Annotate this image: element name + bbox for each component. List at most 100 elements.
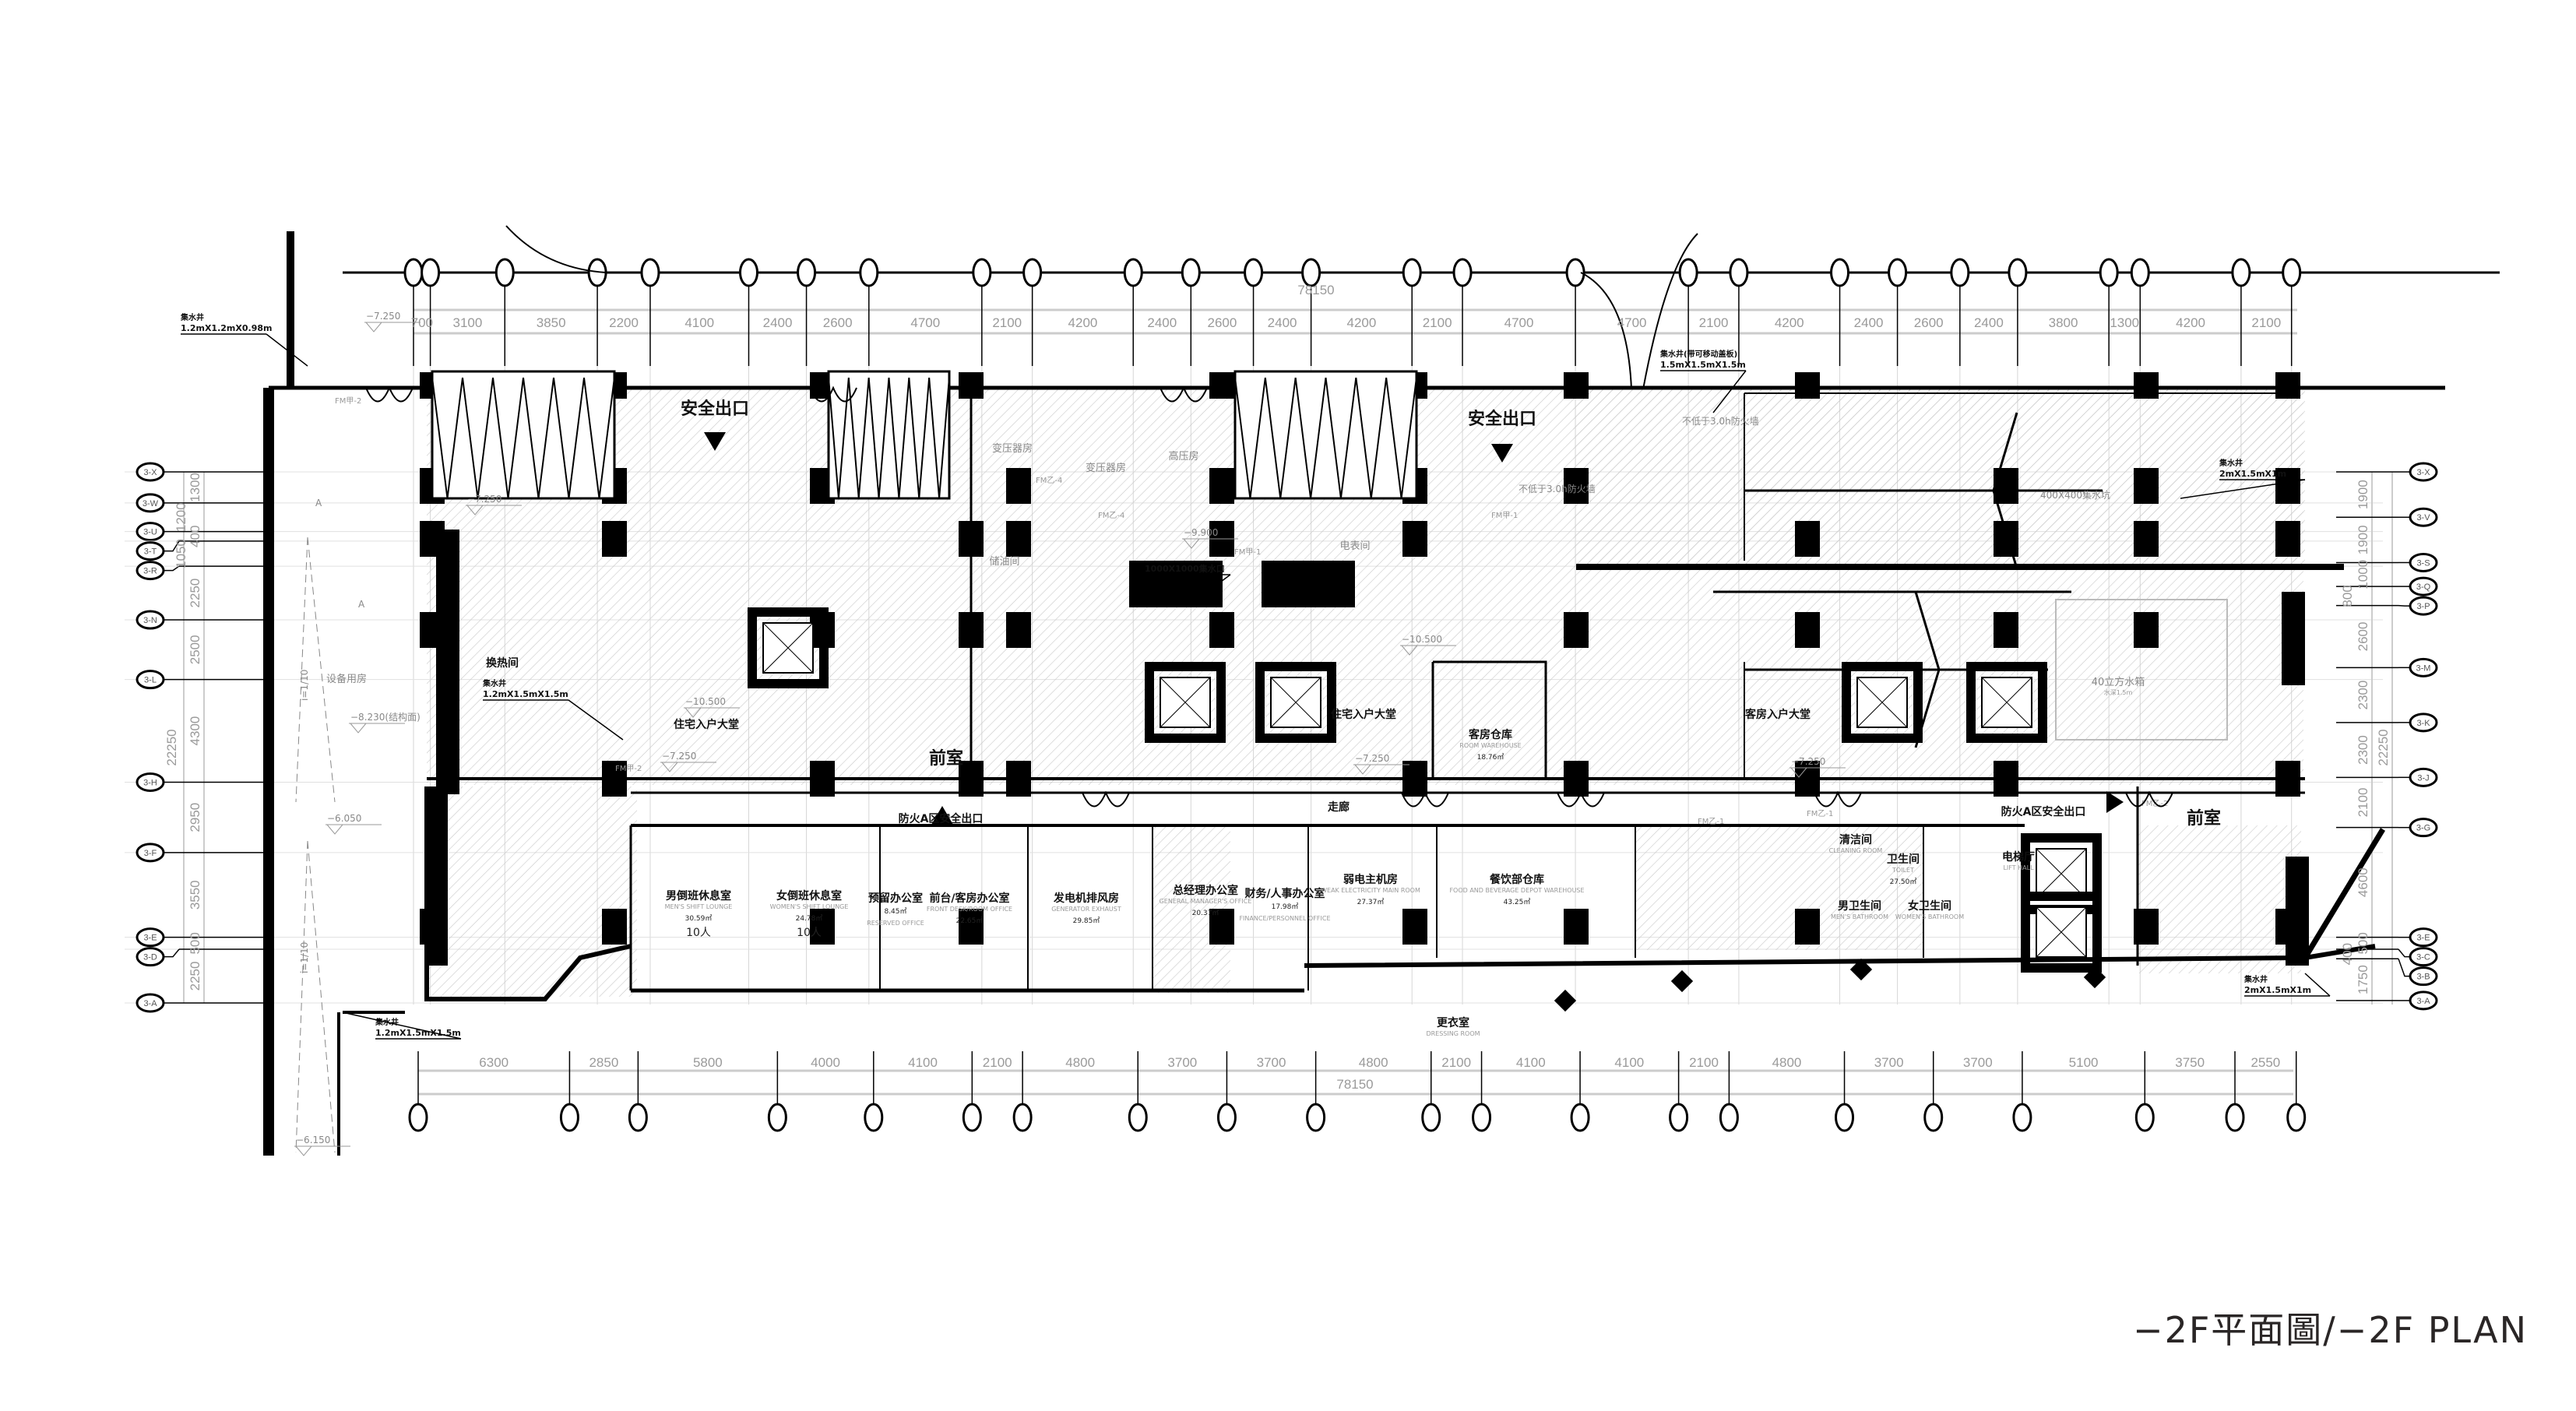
left-dimension: 2250 bbox=[188, 579, 202, 608]
axis-bubble bbox=[2409, 966, 2438, 987]
top-dimension: 2100 bbox=[2251, 315, 2281, 330]
column bbox=[1209, 468, 1234, 504]
axis-bubble bbox=[2134, 1103, 2155, 1132]
axis-bubble bbox=[1452, 258, 1473, 287]
axis-label: 3-C bbox=[2416, 953, 2430, 962]
axis-bubble bbox=[1719, 1103, 1739, 1132]
lift-core bbox=[1255, 662, 1336, 743]
room-name: 设备用房 bbox=[326, 673, 367, 685]
sump-title: 集水井 bbox=[180, 312, 204, 322]
lift-cross bbox=[1270, 677, 1321, 728]
room-name-en: GENERAL MANAGER'S OFFICE bbox=[1160, 898, 1252, 905]
right-total-dimension: 22250 bbox=[2376, 729, 2391, 765]
bottom-dimension: 2550 bbox=[2250, 1055, 2280, 1070]
left-dimension: 400 bbox=[188, 526, 202, 547]
top-dimension: 2400 bbox=[1268, 315, 1297, 330]
room-name: 预留办公室 bbox=[868, 892, 923, 905]
room-name-en: WOMEN'S BATHROOM bbox=[1895, 913, 1964, 920]
room-name: 换热间 bbox=[486, 656, 519, 670]
bottom-dimension: 4100 bbox=[908, 1055, 938, 1070]
hatch-fill bbox=[1573, 388, 2305, 567]
axis-leader bbox=[164, 948, 180, 958]
column bbox=[810, 761, 835, 797]
axis-bubble bbox=[1022, 258, 1043, 287]
column bbox=[1795, 761, 1820, 797]
door-tag: FM甲-2 bbox=[335, 397, 361, 406]
column bbox=[2134, 521, 2159, 557]
axis-bubble bbox=[2225, 1103, 2245, 1132]
door-swing-icon bbox=[1401, 790, 1449, 808]
sump-size: 1.5mX1.5mX1.5m bbox=[1660, 360, 1746, 370]
axis-bubble bbox=[1421, 1103, 1441, 1132]
room-area: 30.59㎡ bbox=[685, 914, 713, 923]
column bbox=[1564, 761, 1589, 797]
driveway-curve bbox=[505, 225, 607, 273]
bottom-dimension: 4800 bbox=[1359, 1055, 1388, 1070]
column bbox=[1564, 468, 1589, 504]
room-name: 走廊 bbox=[1328, 801, 1350, 814]
column bbox=[959, 612, 984, 648]
top-dimension: 2100 bbox=[992, 315, 1022, 330]
drawing-note: A bbox=[358, 599, 365, 610]
room-name: 女卫生间 bbox=[1908, 899, 1951, 913]
room-name: 高压房 bbox=[1168, 450, 1198, 463]
lift-cross bbox=[1160, 677, 1211, 728]
axis-bubble bbox=[135, 541, 165, 561]
elevation-mark: −10.500 bbox=[685, 696, 726, 707]
axis-bubble bbox=[1244, 258, 1264, 287]
left-dimension: 1300 bbox=[188, 473, 202, 502]
axis-bubble bbox=[1181, 258, 1201, 287]
bottom-dimension: 4100 bbox=[1516, 1055, 1546, 1070]
column bbox=[602, 761, 627, 797]
axis-bubble bbox=[559, 1103, 579, 1132]
axis-label: 3-B bbox=[2416, 973, 2430, 982]
axis-label: 3-A bbox=[143, 999, 157, 1008]
axis-label: 3-X bbox=[2416, 468, 2430, 477]
axis-bubble bbox=[135, 522, 165, 542]
door-swing-icon bbox=[2125, 790, 2173, 808]
room-name: 卫生间 bbox=[1887, 853, 1920, 866]
right-dimension: 1000 bbox=[2356, 560, 2370, 589]
right-dimension: 1750 bbox=[2356, 965, 2370, 994]
room-area: 43.25㎡ bbox=[1504, 898, 1531, 906]
axis-bubble bbox=[2286, 1103, 2307, 1132]
top-dimension: 3850 bbox=[537, 315, 566, 330]
axis-bubble bbox=[135, 561, 165, 581]
column bbox=[1209, 372, 1234, 399]
room-name: 住宅入户大堂 bbox=[674, 718, 739, 731]
column bbox=[2275, 761, 2300, 797]
door-tag: FM甲-1 bbox=[1234, 548, 1261, 557]
top-dimension: 2200 bbox=[609, 315, 639, 330]
bottom-dimension: 6300 bbox=[479, 1055, 509, 1070]
room-name-en: 水深1.5m bbox=[2104, 688, 2133, 696]
door-tag: FM乙-1 bbox=[1807, 809, 1833, 818]
axis-label: 3-Q bbox=[2416, 582, 2431, 592]
column bbox=[602, 909, 627, 945]
lift-cross bbox=[762, 622, 814, 674]
room-name: 安全出口 bbox=[1468, 409, 1536, 429]
column bbox=[1564, 612, 1589, 648]
top-dimension: 2600 bbox=[1208, 315, 1237, 330]
elevation-symbol bbox=[349, 723, 405, 734]
room-occupancy: 10人 bbox=[797, 927, 822, 939]
elevation-mark: −8.230(结构面) bbox=[350, 711, 421, 723]
top-dimension: 4700 bbox=[1617, 315, 1647, 330]
elevation-symbol bbox=[326, 824, 382, 835]
bottom-dimension: 3700 bbox=[1874, 1055, 1904, 1070]
column bbox=[1795, 612, 1820, 648]
room-name-en: GENERATOR EXHAUST bbox=[1051, 906, 1121, 913]
axis-bubble bbox=[1472, 1103, 1492, 1132]
left-total-dimension: 22250 bbox=[164, 729, 179, 765]
ramp-chevron bbox=[1914, 591, 1941, 748]
room-area: 20.37㎡ bbox=[1192, 909, 1219, 917]
door-tag: FM乙-4 bbox=[1098, 511, 1124, 520]
axis-bubble bbox=[1950, 258, 1970, 287]
axis-label: 3-J bbox=[2417, 773, 2429, 783]
room-name-en: WEAK ELECTRICITY MAIN ROOM bbox=[1321, 887, 1420, 894]
wall bbox=[424, 944, 632, 1001]
top-dimension: 2600 bbox=[823, 315, 853, 330]
axis-bubble bbox=[1923, 1103, 1944, 1132]
elevation-mark: −10.500 bbox=[1402, 634, 1442, 645]
sump-title: 集水井 bbox=[482, 678, 506, 688]
